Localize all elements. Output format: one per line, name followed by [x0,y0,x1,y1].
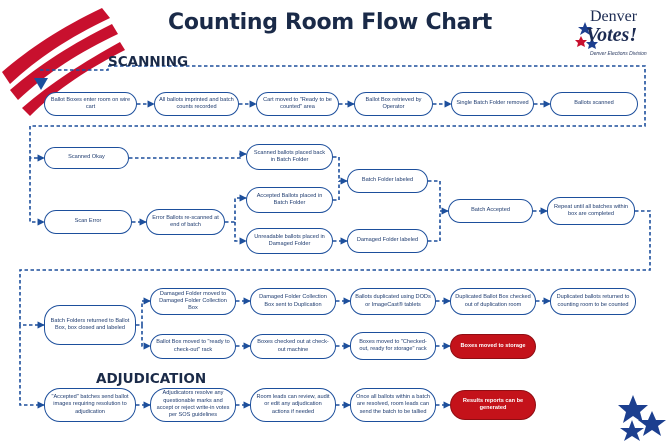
page-title: Counting Room Flow Chart [168,10,492,35]
node-once-all-ballots-resolved: Once all ballots within a batch are reso… [350,388,436,422]
node-all-ballots-imprinted: All ballots imprinted and batch counts r… [154,92,239,116]
node-ballots-scanned: Ballots scanned [550,92,638,116]
node-cart-moved-ready: Cart moved to "Ready to be counted" area [256,92,339,116]
node-ballots-duplicated: Ballots duplicated using DODs or ImageCa… [350,288,436,315]
section-heading-scanning: SCANNING [108,54,189,70]
start-arrow-icon [34,78,48,90]
section-heading-adjudication: ADJUDICATION [96,371,207,387]
node-damaged-folder-collection-box: Damaged Folder Collection Box sent to Du… [250,288,336,315]
node-error-ballots-rescanned: Error Ballots re-scanned at end of batch [146,209,225,235]
node-repeat-until-all-batches: Repeat until all batches within box are … [547,197,635,225]
node-duplicated-ballot-box-checked-out: Duplicated Ballot Box checked out of dup… [450,288,536,315]
node-boxes-checked-out: Boxes checked out at check-out machine [250,334,336,359]
denver-votes-logo: Denver Votes! Denver Elections Division [572,8,666,70]
node-results-reports: Results reports can be generated [450,390,536,420]
node-room-leads-review: Room leads can review, audit or edit any… [250,388,336,422]
node-boxes-moved-checked-out: Boxes moved to "Checked-out, ready for s… [350,332,436,360]
node-damaged-folder-labeled: Damaged Folder labeled [347,229,428,253]
logo-tagline: Denver Elections Division [590,51,647,57]
node-duplicated-ballots-returned: Duplicated ballots returned to counting … [550,288,636,315]
node-batch-folders-returned: Batch Folders returned to Ballot Box, bo… [44,305,136,345]
node-scanned-ballots-placed-back: Scanned ballots placed back in Batch Fol… [246,144,333,170]
node-adjudicators-resolve: Adjudicators resolve any questionable ma… [150,388,236,422]
node-scan-error: Scan Error [44,210,132,234]
logo-stars [575,22,598,49]
node-accepted-batches-send: "Accepted" batches send ballot images re… [44,388,136,422]
node-accepted-ballots-placed: Accepted Ballots placed in Batch Folder [246,187,333,213]
node-ballot-box-moved-checkout: Ballot Box moved to "ready to check-out"… [150,334,236,359]
node-unreadable-ballots-placed: Unreadable ballots placed in Damaged Fol… [246,228,333,254]
node-single-batch-folder-removed: Single Batch Folder removed [451,92,534,116]
node-damaged-folder-moved: Damaged Folder moved to Damaged Folder C… [150,288,236,315]
node-ballot-boxes-enter: Ballot Boxes enter room on wire cart [44,92,137,116]
logo-text-line2: Votes! [586,24,638,46]
logo-text-line1: Denver [590,8,638,25]
connectors [19,65,651,409]
corner-stars [618,395,666,441]
node-scanned-okay: Scanned Okay [44,147,129,169]
node-batch-folder-labeled: Batch Folder labeled [347,169,428,193]
node-ballot-box-retrieved: Ballot Box retrieved by Operator [354,92,433,116]
node-boxes-moved-to-storage: Boxes moved to storage [450,334,536,359]
node-batch-accepted: Batch Accepted [448,199,533,223]
